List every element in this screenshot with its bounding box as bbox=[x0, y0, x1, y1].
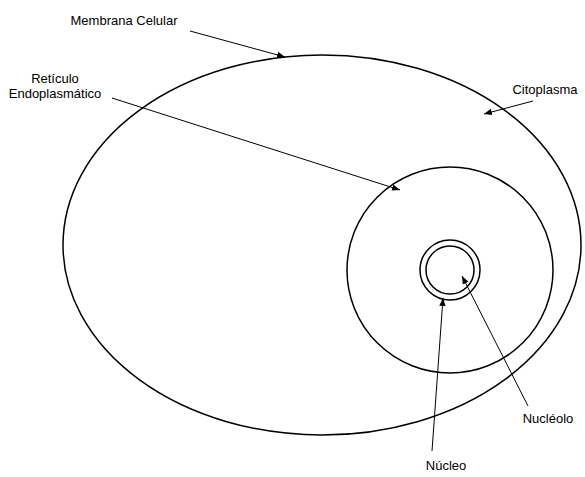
part-label: Membrana Celular bbox=[71, 13, 178, 28]
leader-line bbox=[112, 98, 400, 190]
nucleus-outline bbox=[420, 240, 480, 300]
leader-line bbox=[432, 298, 443, 451]
nucleolus-outline bbox=[426, 246, 474, 294]
part-label: Retículo Endoplasmático bbox=[3, 71, 107, 101]
part-label: Núcleo bbox=[426, 458, 466, 473]
part-label: Citoplasma bbox=[512, 82, 577, 97]
leader-line bbox=[190, 31, 285, 57]
leader-line bbox=[462, 276, 528, 406]
cell-membrane-outline bbox=[63, 55, 581, 435]
reticulum-outline bbox=[347, 167, 553, 373]
part-label: Nucléolo bbox=[523, 411, 574, 426]
leader-line bbox=[484, 101, 533, 114]
